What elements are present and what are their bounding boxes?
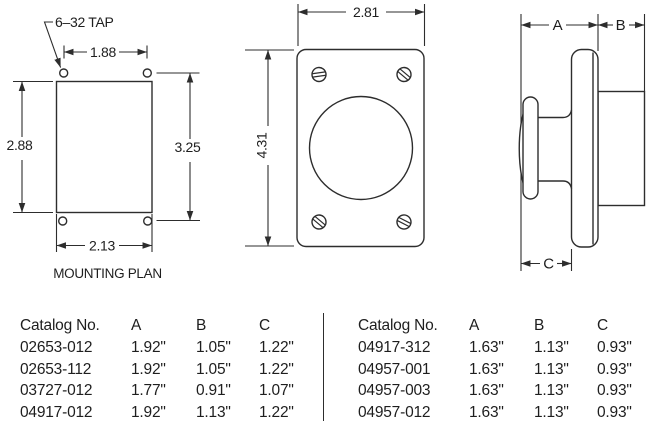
- cell-a: 1.92": [131, 338, 166, 356]
- dim-hole-spacing-height: 3.25: [174, 139, 201, 155]
- screw-icon: [396, 66, 412, 83]
- mounting-plan-view: 6–32 TAP 1.88 2.88 3.25 2.13: [6, 14, 201, 281]
- side-plug-knob: [522, 96, 539, 200]
- dim-b-label: B: [616, 17, 626, 34]
- mounting-hole: [142, 216, 153, 226]
- dim-faceplate-height: 4.31: [254, 132, 270, 159]
- cell-catalog: 04957-001: [358, 360, 431, 378]
- dim-faceplate-width: 2.81: [353, 4, 380, 20]
- cell-a: 1.63": [469, 404, 504, 422]
- cell-b: 1.05": [196, 360, 231, 378]
- col-header-a: A: [131, 317, 142, 334]
- side-body-box: [597, 90, 646, 207]
- screw-icon: [311, 66, 327, 83]
- cell-c: 1.22": [259, 360, 294, 378]
- mounting-hole: [58, 216, 68, 226]
- technical-drawing: 6–32 TAP 1.88 2.88 3.25 2.13: [6, 4, 646, 281]
- cell-c: 0.93": [597, 404, 632, 422]
- col-header-c: C: [259, 317, 270, 334]
- cell-b: 0.91": [196, 382, 231, 400]
- receptacle-opening: [308, 95, 414, 201]
- cell-c: 1.22": [259, 338, 294, 356]
- cell-b: 1.13": [534, 338, 569, 356]
- col-header-b: B: [534, 317, 545, 334]
- cell-a: 1.92": [131, 404, 166, 422]
- cell-c: 1.07": [259, 382, 294, 400]
- front-view: 2.81 4.31: [245, 4, 426, 248]
- table-divider: [323, 313, 325, 421]
- cell-catalog: 02653-012: [20, 338, 93, 356]
- cell-catalog: 04957-012: [358, 404, 431, 422]
- cell-a: 1.63": [469, 338, 504, 356]
- dim-a-label: A: [553, 17, 563, 34]
- tap-callout-label: 6–32 TAP: [55, 14, 114, 30]
- cell-b: 1.13": [534, 404, 569, 422]
- cell-catalog: 04917-312: [358, 338, 431, 356]
- side-plug-neck: [538, 109, 573, 119]
- cell-c: 0.93": [597, 338, 632, 356]
- dim-plate-width: 2.13: [89, 238, 116, 254]
- cell-a: 1.77": [131, 382, 166, 400]
- cell-c: 0.93": [597, 360, 632, 378]
- side-view: A B C: [518, 14, 646, 273]
- mounting-hole: [142, 68, 153, 78]
- cell-c: 1.22": [259, 404, 294, 422]
- cell-c: 0.93": [597, 382, 632, 400]
- screw-icon: [396, 214, 412, 230]
- col-header-b: B: [196, 317, 207, 334]
- dim-hole-spacing-width: 1.88: [90, 44, 117, 60]
- cell-b: 1.13": [534, 360, 569, 378]
- leader-arrow: [43, 21, 62, 68]
- cell-a: 1.63": [469, 360, 504, 378]
- side-plate: [570, 48, 599, 248]
- col-header-c: C: [597, 317, 608, 334]
- cell-catalog: 04917-012: [20, 404, 93, 422]
- screw-icon: [311, 214, 327, 230]
- spec-table-right: Catalog No. A B C 04917-312 1.63" 1.13" …: [358, 315, 651, 424]
- mounting-plan-caption: MOUNTING PLAN: [53, 266, 162, 281]
- cell-catalog: 04957-003: [358, 382, 431, 400]
- dim-c-label: C: [543, 256, 554, 273]
- cell-a: 1.92": [131, 360, 166, 378]
- dim-plate-height: 2.88: [6, 137, 33, 153]
- side-plug-neck: [538, 180, 573, 189]
- mounting-hole: [59, 68, 69, 78]
- cell-catalog: 02653-112: [20, 360, 92, 378]
- mounting-outline: [55, 80, 153, 214]
- col-header-catalog: Catalog No.: [358, 317, 438, 334]
- cell-a: 1.63": [469, 382, 504, 400]
- spec-table-left: Catalog No. A B C 02653-012 1.92" 1.05" …: [20, 315, 313, 424]
- col-header-catalog: Catalog No.: [20, 317, 100, 334]
- cell-b: 1.13": [534, 382, 569, 400]
- cell-b: 1.13": [196, 404, 231, 422]
- cell-catalog: 03727-012: [20, 382, 93, 400]
- col-header-a: A: [469, 317, 480, 334]
- cell-b: 1.05": [196, 338, 231, 356]
